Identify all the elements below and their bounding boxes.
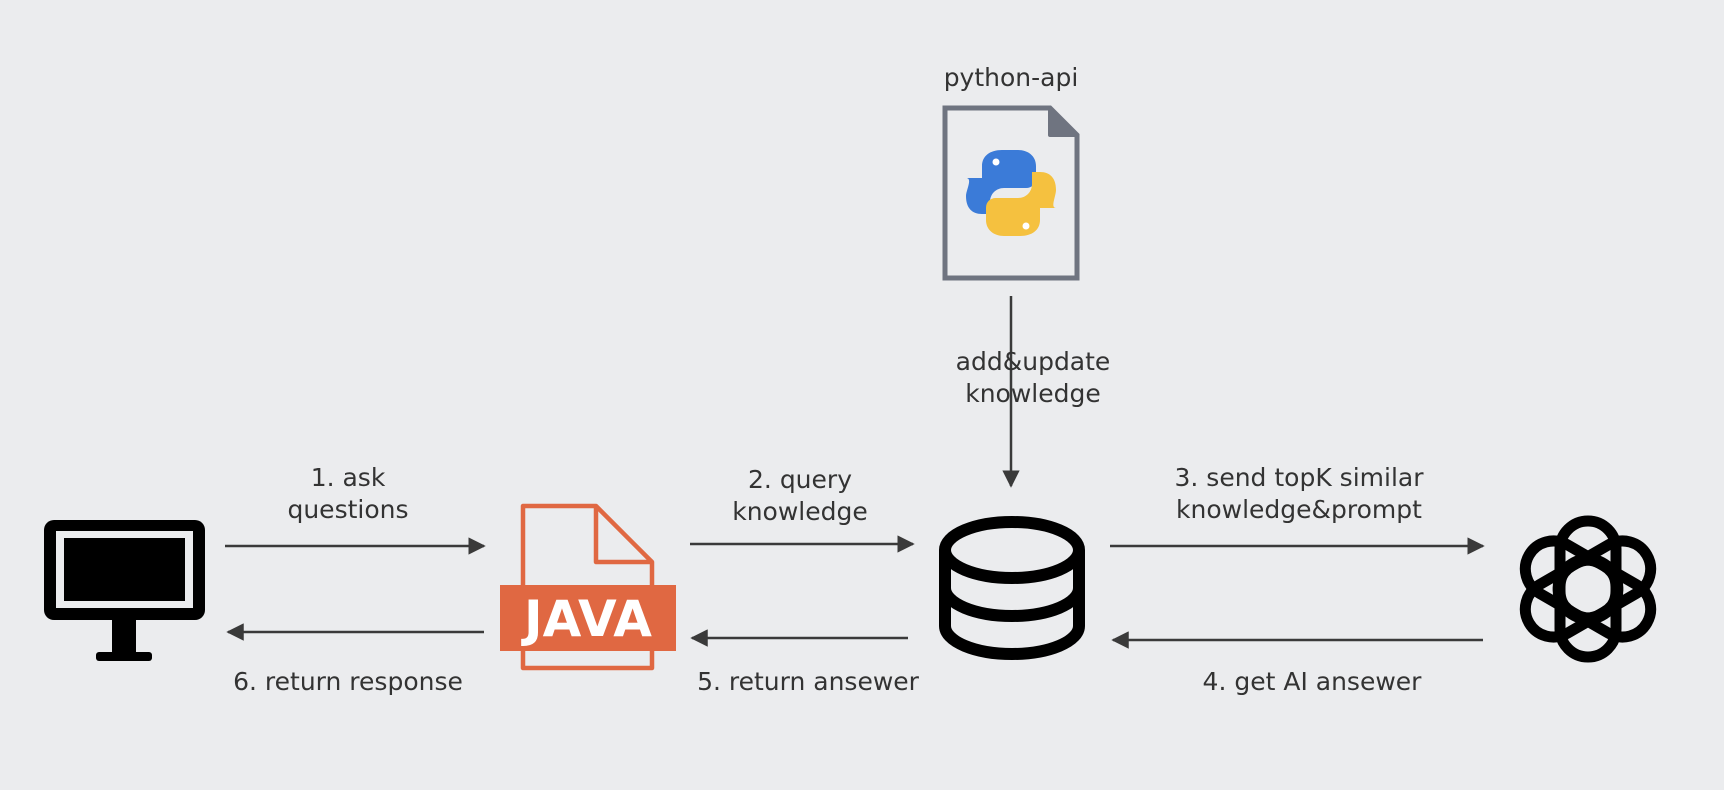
database-icon (939, 516, 1085, 660)
monitor-icon (44, 520, 205, 661)
svg-text:knowledge&prompt: knowledge&prompt (1176, 495, 1422, 524)
svg-text:3. send topK similar: 3. send topK similar (1175, 463, 1425, 492)
svg-text:questions: questions (287, 495, 408, 524)
label-return-answer: 5. return ansewer (697, 667, 920, 696)
label-add-update: add&update knowledge (956, 347, 1111, 408)
label-get-ai-answer: 4. get AI ansewer (1203, 667, 1423, 696)
svg-text:1. ask: 1. ask (311, 463, 386, 492)
openai-logo-icon (1519, 515, 1657, 663)
svg-text:knowledge: knowledge (732, 497, 868, 526)
label-send: 3. send topK similar knowledge&prompt (1175, 463, 1425, 524)
python-api-title: python-api (944, 63, 1079, 92)
svg-text:2. query: 2. query (748, 465, 852, 494)
java-file-icon: JAVA (500, 503, 676, 671)
java-badge-text: JAVA (521, 590, 652, 648)
label-return-response: 6. return response (233, 667, 463, 696)
python-logo-icon (966, 150, 1056, 236)
label-ask: 1. ask questions (287, 463, 408, 524)
python-node: python-api (942, 63, 1080, 281)
svg-text:add&update: add&update (956, 347, 1111, 376)
label-query: 2. query knowledge (732, 465, 868, 526)
python-file-icon (942, 105, 1080, 281)
svg-text:knowledge: knowledge (965, 379, 1101, 408)
java-badge (500, 585, 676, 651)
